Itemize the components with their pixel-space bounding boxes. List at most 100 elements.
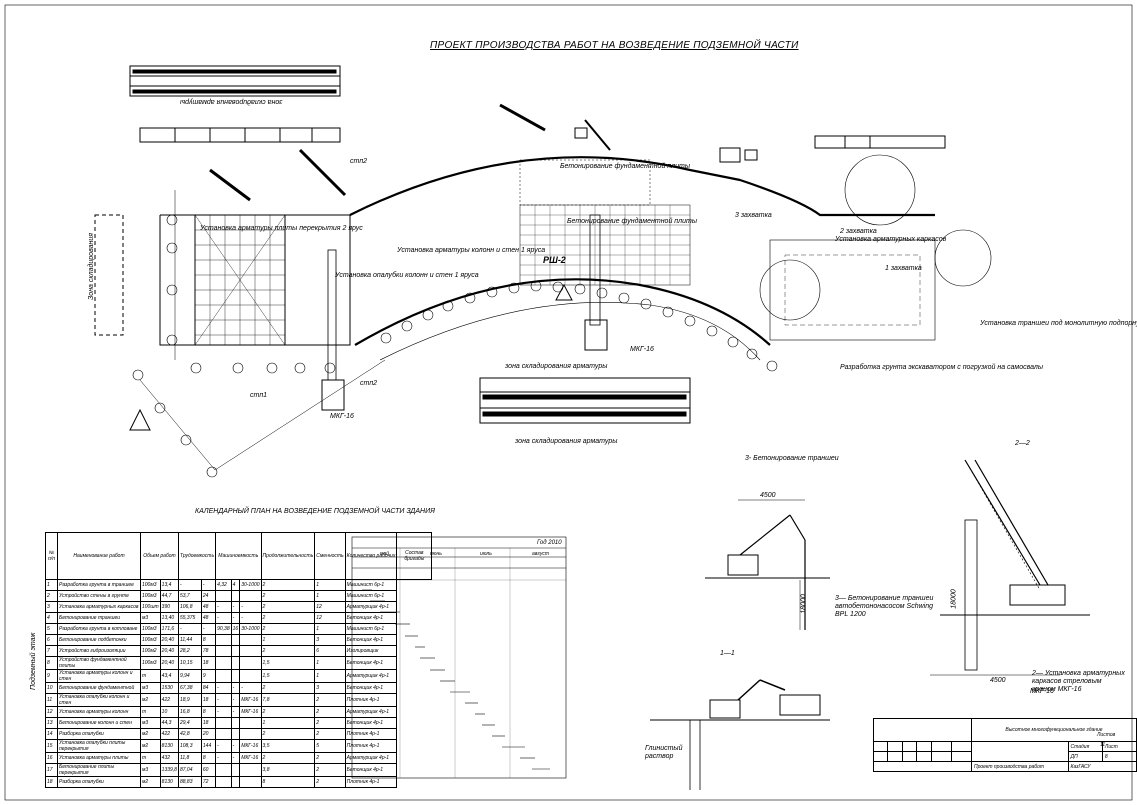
schedule-cell-t1: 108,3 [177,739,202,753]
schedule-cell-vol: 20,40 [159,656,179,670]
schedule-cell-d: - [239,612,262,624]
schedule-cell-t2: 20 [200,728,217,740]
schedule-cell-t1: - [177,623,202,635]
schedule-cell-m2 [230,728,241,740]
schedule-cell-team: Бетонщик 4р-1 [344,612,398,624]
schedule-cell-n: 10 [45,682,58,694]
ground-label: Глинистый раствор [645,745,683,760]
schedule-cell-m1: - [215,706,232,718]
schedule-cell-m1 [215,669,232,683]
schedule-cell-w: 2 [314,752,346,764]
schedule-cell-unit: 100м3 [140,656,161,670]
schedule-cell-s: 1 [260,717,316,729]
schedule-cell-t2: 48 [200,612,217,624]
schedule-cell-s: 2 [260,579,316,591]
schedule-cell-w: 2 [314,728,346,740]
schedule-cell-m1 [215,728,232,740]
schedule-cell-m1 [215,590,232,602]
schedule-cell-d: МКГ-16 [239,706,262,718]
schedule-cell-m1: 4,32 [215,579,232,591]
schedule-cell-t2: - [200,579,217,591]
crane-caption: 2— Установка арматурных каркасов стрелов… [1032,670,1125,693]
schedule-cell-n: 17 [45,763,58,777]
col-header-name: Наименование работ [57,532,141,580]
excavation-label: Разработка грунта экскаватором с погрузк… [840,364,1044,371]
schedule-cell-s: 1 [260,634,316,646]
schedule-cell-n: 7 [45,645,58,657]
schedule-cell-team: Бетонщик 4р-1 [344,682,398,694]
schedule-cell-m2 [230,763,241,777]
dim-4500-bottom: 4500 [990,677,1006,684]
schedule-cell-d [239,656,262,670]
schedule-cell-name: Бетонирование колонн и стен [57,717,141,729]
work-schedule-table: № п/п Наименование работ Объем работ Тру… [45,532,433,788]
capture-2-label: 2 захватка [840,228,877,235]
schedule-cell-d [239,634,262,646]
schedule-cell-t1: 106,8 [177,601,202,613]
schedule-cell-d: 30-1000 [239,623,262,635]
schedule-cell-name: Устройство фундаментной плиты [57,656,141,670]
stamp-col-sheets: Листов [1097,732,1116,738]
schedule-cell-team: Машинист 6р-1 [344,623,398,635]
schedule-cell-team: Бетонщик 4р-1 [344,656,398,670]
schedule-cell-w: 1 [314,669,346,683]
schedule-cell-s: 1,5 [260,669,316,683]
schedule-cell-m1: - [215,752,232,764]
schedule-cell-t1: 16,8 [177,706,202,718]
schedule-cell-t2: 8 [200,634,217,646]
schedule-cell-m2 [230,590,241,602]
schedule-cell-vol: 432 [159,752,179,764]
schedule-cell-m2 [230,669,241,683]
pump-note-label: 3- Бетонирование траншеи [745,455,839,462]
schedule-cell-d: - [239,682,262,694]
schedule-cell-name: Установка арматуры колонн и стен [57,669,141,683]
schedule-cell-team: Изолировщик [344,645,398,657]
schedule-cell-s: 2 [260,752,316,764]
schedule-cell-m1 [215,776,232,788]
section-1-1-label: 1—1 [720,650,735,657]
schedule-cell-n: 13 [45,717,58,729]
schedule-cell-n: 3 [45,601,58,613]
schedule-cell-name: Разборка опалубки [57,728,141,740]
schedule-cell-unit: т [140,752,161,764]
schedule-cell-t2: 18 [200,717,217,729]
schedule-cell-d: МКГ-16 [239,739,262,753]
schedule-cell-vol: 13,4 [159,579,179,591]
schedule-cell-unit: 100м2 [140,645,161,657]
schedule-cell-team: Бетонщик 4р-1 [344,717,398,729]
schedule-cell-n: 9 [45,669,58,683]
schedule-cell-t1: 11,44 [177,634,202,646]
schedule-cell-vol: 390 [159,601,179,613]
schedule-cell-s: 2 [260,612,316,624]
schedule-cell-m2: 16 [230,623,241,635]
schedule-cell-w: 3 [314,682,346,694]
schedule-cell-n: 6 [45,634,58,646]
schedule-month-2: июнь [430,551,442,557]
schedule-cell-m1: - [215,682,232,694]
schedule-cell-m1: - [215,739,232,753]
schedule-cell-team: Арматурщик 4р-1 [344,752,398,764]
schedule-cell-s: 2 [260,590,316,602]
schedule-cell-m2 [230,634,241,646]
schedule-cell-name: Устройство стены в грунте [57,590,141,602]
schedule-cell-vol: 20,40 [159,645,179,657]
schedule-cell-t2: 18 [200,656,217,670]
schedule-cell-t1: 9,94 [177,669,202,683]
schedule-cell-m2: - [230,612,241,624]
rebar-walls-label: Установка арматуры колонн и стен 1 яруса [397,247,546,254]
schedule-cell-s: 2 [260,601,316,613]
schedule-cell-n: 12 [45,706,58,718]
schedule-year: Год 2010 [537,540,562,546]
col-header-workers: Количество рабочих [344,532,398,580]
stamp-org: КазГАСУ [1067,761,1137,772]
